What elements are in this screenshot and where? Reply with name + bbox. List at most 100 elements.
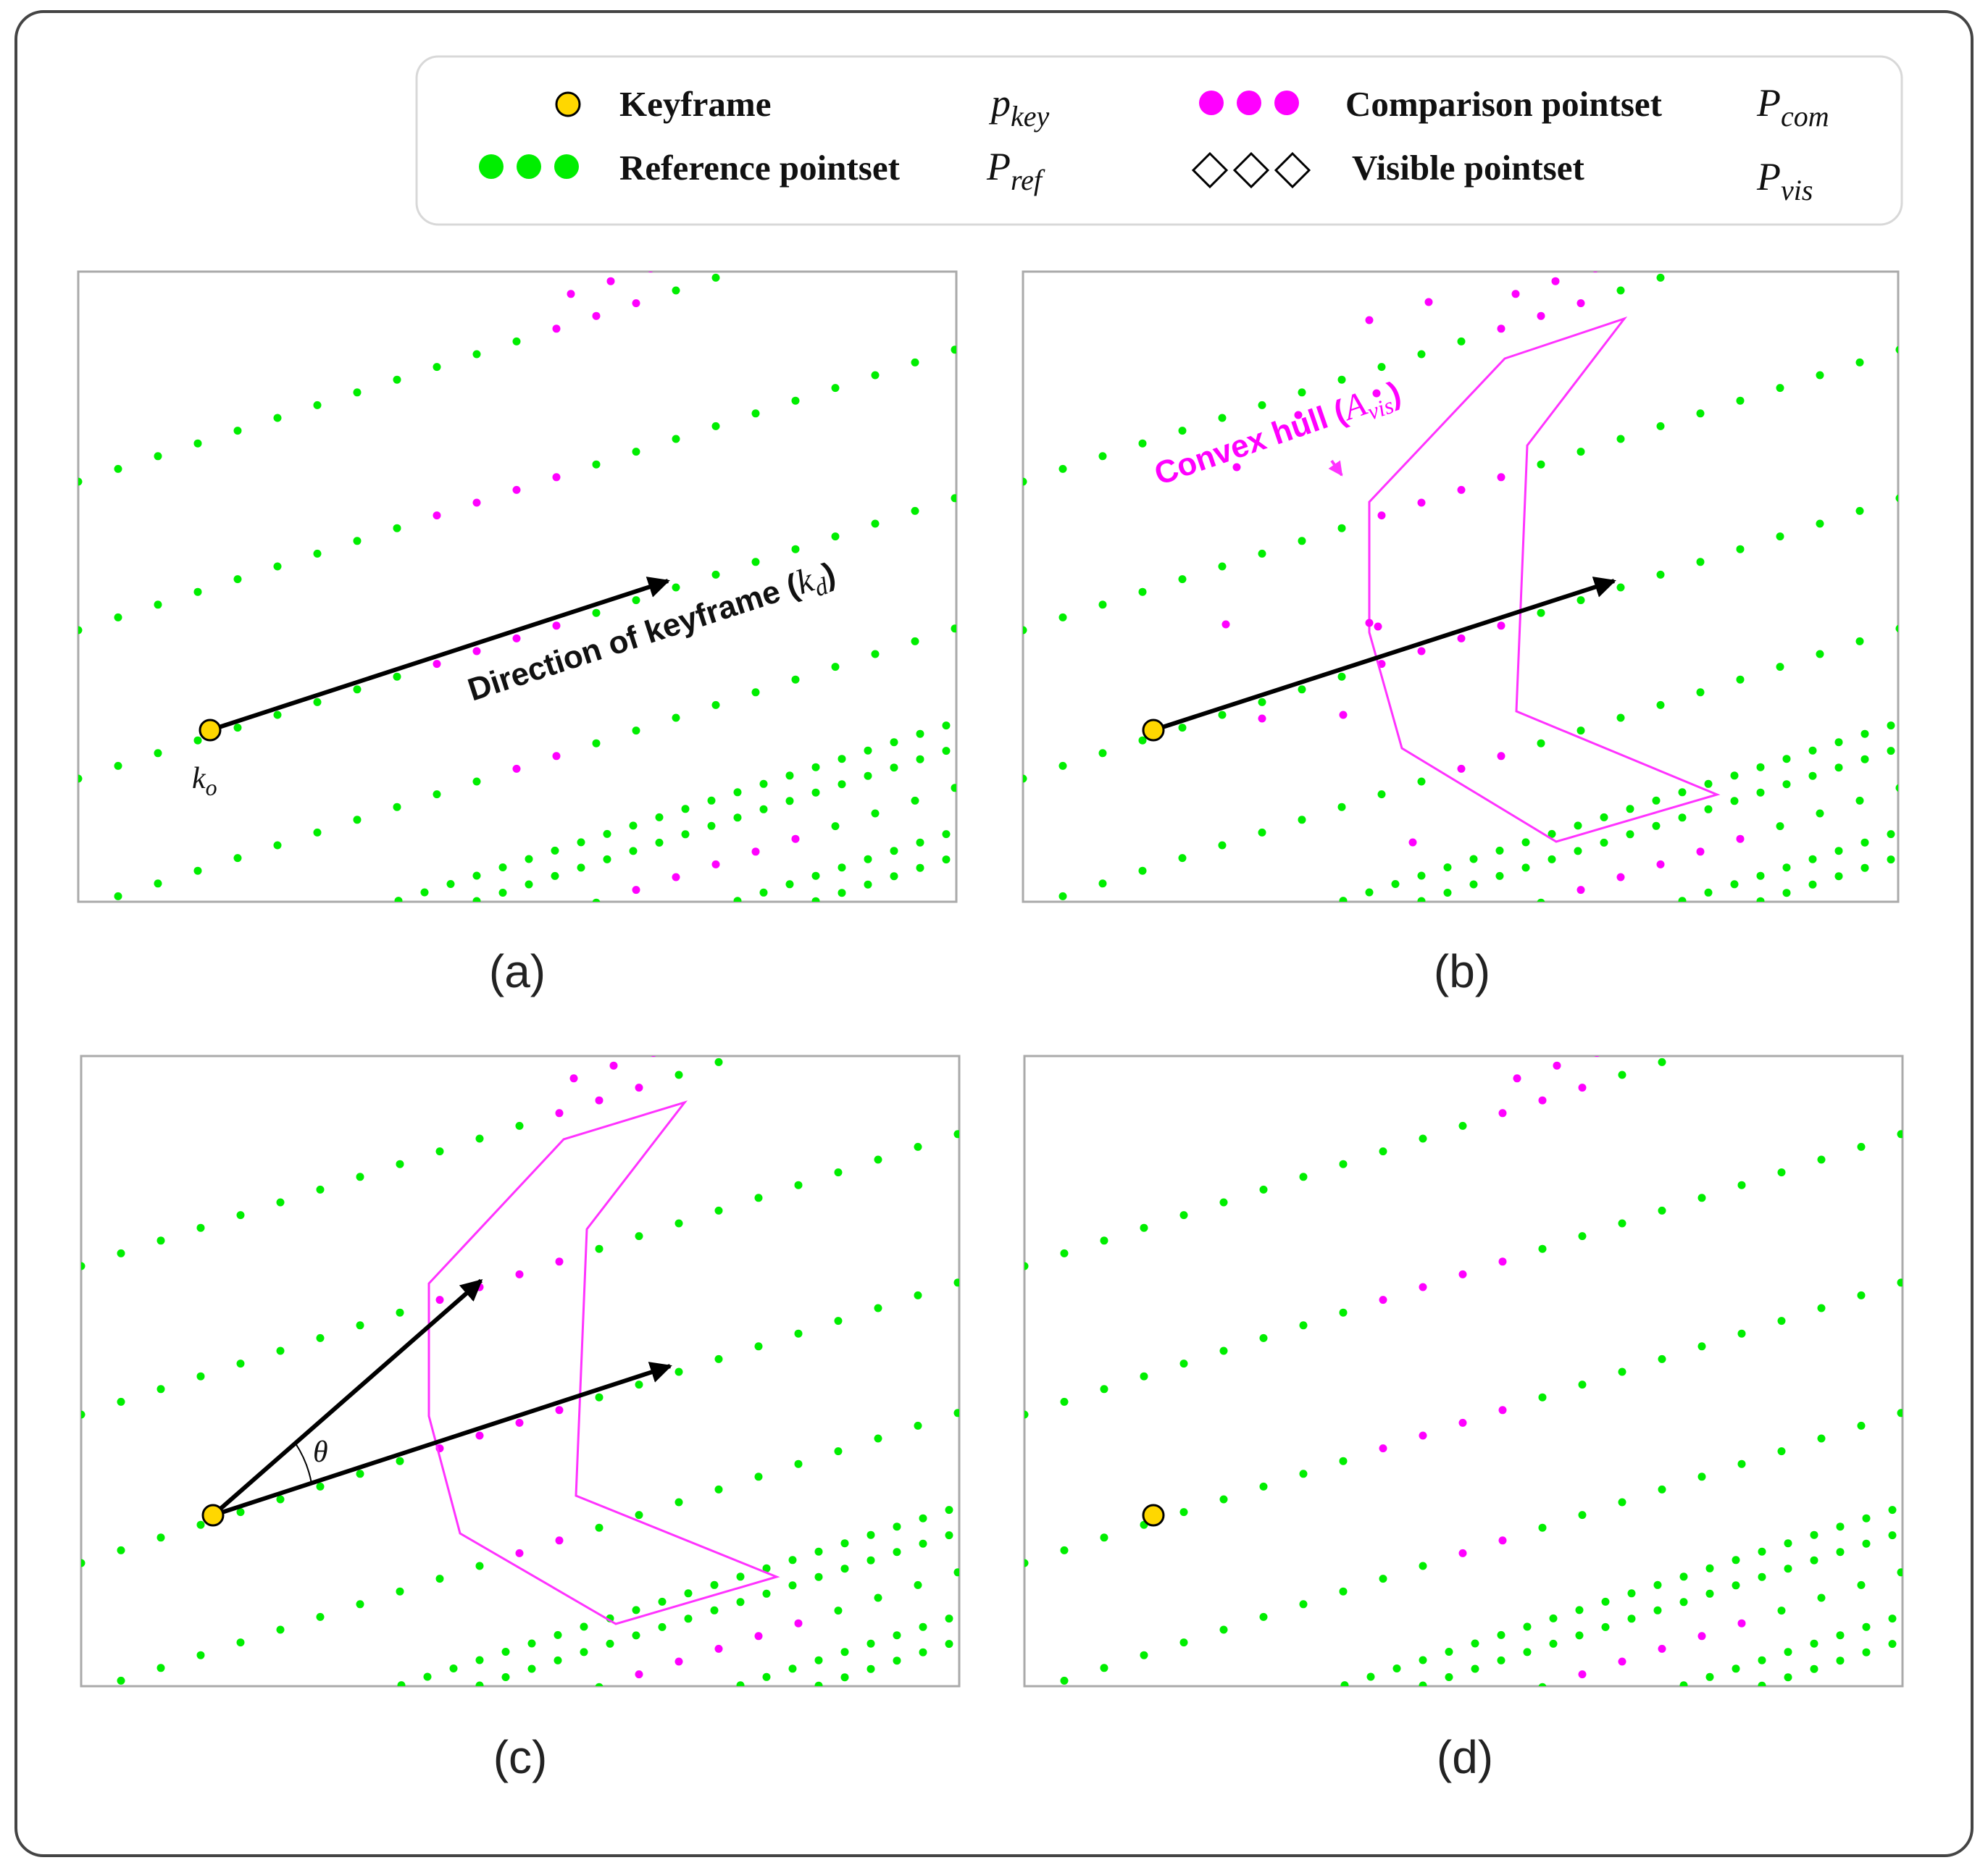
reference-point	[893, 1657, 901, 1665]
reference-point	[951, 784, 956, 792]
reference-point	[356, 1173, 364, 1181]
comparison-point	[651, 1056, 656, 1057]
reference-point	[1471, 1639, 1479, 1648]
reference-point	[606, 1639, 614, 1648]
reference-point	[580, 1622, 588, 1631]
reference-point	[1298, 816, 1306, 824]
reference-point	[1538, 1523, 1547, 1532]
reference-point	[1737, 1459, 1746, 1468]
reference-point	[681, 805, 690, 813]
reference-point	[1616, 435, 1625, 443]
comparison-point	[1458, 1549, 1467, 1557]
reference-point	[751, 558, 760, 566]
reference-point	[1179, 1211, 1188, 1220]
reference-point	[811, 897, 820, 902]
comparison-point	[1553, 1061, 1561, 1070]
reference-point	[672, 435, 680, 443]
comparison-point	[672, 873, 680, 881]
reference-point	[1298, 685, 1306, 694]
reference-point	[1616, 583, 1625, 592]
reference-point	[117, 1546, 125, 1554]
reference-point	[1860, 755, 1869, 763]
reference-point	[1299, 1600, 1308, 1609]
reference-point	[1834, 847, 1843, 855]
reference-point	[866, 1664, 875, 1673]
comparison-point	[1419, 1283, 1427, 1291]
comparison-point	[632, 299, 640, 308]
reference-point	[1626, 805, 1634, 813]
hull-vertex	[1424, 298, 1433, 306]
reference-point	[1736, 545, 1745, 553]
reference-point	[1732, 1581, 1740, 1590]
reference-point	[1576, 448, 1585, 456]
reference-point	[1777, 1168, 1786, 1177]
comparison-point	[1457, 764, 1466, 773]
reference-point	[788, 1556, 797, 1565]
reference-point	[1575, 1606, 1584, 1614]
angle-label: θ	[313, 1436, 328, 1469]
reference-point	[672, 286, 680, 295]
reference-point	[393, 672, 401, 681]
reference-point	[313, 828, 322, 837]
reference-point	[1618, 1368, 1626, 1376]
comparison-point	[1379, 1296, 1387, 1304]
reference-point	[595, 1683, 604, 1686]
reference-point	[1696, 558, 1705, 566]
reference-point	[759, 805, 768, 813]
reference-point	[874, 1304, 882, 1312]
reference-point	[193, 736, 202, 745]
reference-point	[1258, 549, 1266, 558]
reference-point	[1366, 1672, 1375, 1681]
comparison-point	[595, 1096, 604, 1105]
reference-point	[397, 1681, 406, 1686]
hull-vertex	[1365, 316, 1374, 324]
legend-label-visible: Visible pointset	[1352, 148, 1584, 188]
reference-point	[1756, 897, 1765, 902]
reference-point	[1601, 1597, 1610, 1606]
reference-point	[1339, 1308, 1348, 1317]
comparison-point	[512, 485, 521, 494]
reference-point	[595, 1523, 604, 1532]
panel-c: θ (c)	[80, 1055, 961, 1783]
reference-point	[838, 755, 846, 763]
reference-point	[1897, 1130, 1903, 1139]
reference-point	[785, 880, 794, 889]
reference-point	[353, 816, 362, 824]
comparison-point	[567, 290, 575, 298]
comparison-point	[635, 1084, 643, 1092]
reference-point	[714, 1485, 723, 1494]
reference-point	[353, 685, 362, 694]
reference-point	[1808, 880, 1817, 889]
comparison-point	[435, 1296, 444, 1304]
reference-point	[674, 1368, 683, 1376]
legend-symbol-comparison: Pcom	[1756, 81, 1829, 133]
comparison-point	[711, 860, 720, 868]
diamond-outline-icon	[1191, 151, 1311, 189]
comparison-point	[1497, 621, 1505, 630]
reference-point	[551, 871, 559, 880]
reference-point	[751, 409, 760, 418]
reference-point	[316, 1333, 325, 1342]
reference-point	[1758, 1547, 1766, 1556]
comparison-point	[555, 1109, 564, 1118]
reference-point	[791, 545, 800, 553]
comparison-point	[1458, 1270, 1467, 1278]
comparison-point	[791, 834, 800, 843]
reference-point	[1658, 1057, 1666, 1066]
reference-point	[1391, 880, 1400, 888]
comparison-point	[515, 1549, 524, 1557]
comparison-point	[552, 473, 561, 482]
reference-point	[733, 788, 742, 797]
reference-point	[840, 1673, 849, 1682]
reference-point	[313, 401, 322, 409]
reference-point	[916, 755, 924, 763]
reference-point	[1601, 1622, 1610, 1631]
comparison-point	[1497, 324, 1505, 333]
reference-point	[951, 494, 956, 503]
keyframe-point	[1142, 1504, 1165, 1527]
reference-point	[711, 422, 720, 430]
reference-point	[1888, 1506, 1897, 1515]
reference-point	[831, 663, 840, 671]
reference-point	[393, 803, 401, 811]
reference-point	[117, 1676, 125, 1685]
